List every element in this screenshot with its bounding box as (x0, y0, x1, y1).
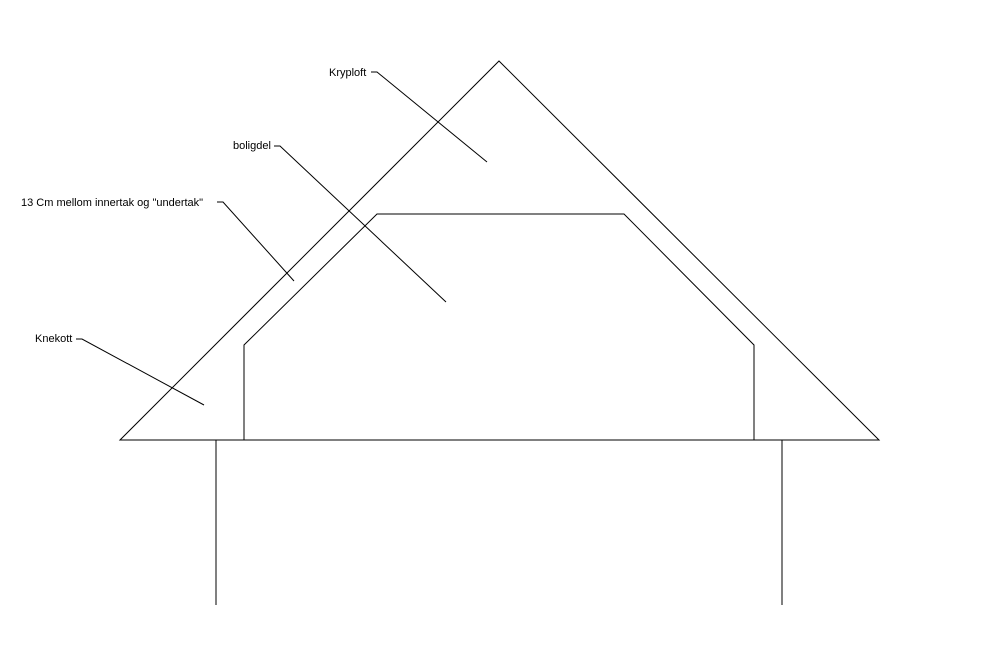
leader-knekott (76, 338, 205, 406)
leader-boligdel (274, 145, 447, 303)
label-gap: 13 Cm mellom innertak og "undertak" (21, 197, 203, 209)
label-kryploft: Kryploft (329, 67, 366, 79)
label-boligdel: boligdel (233, 140, 271, 152)
inner-ceiling-outline (243, 213, 755, 440)
outer-roof-outline (118, 60, 881, 441)
leader-kryploft (371, 71, 488, 163)
leader-gap (217, 201, 295, 282)
label-knekott: Knekott (35, 333, 72, 345)
